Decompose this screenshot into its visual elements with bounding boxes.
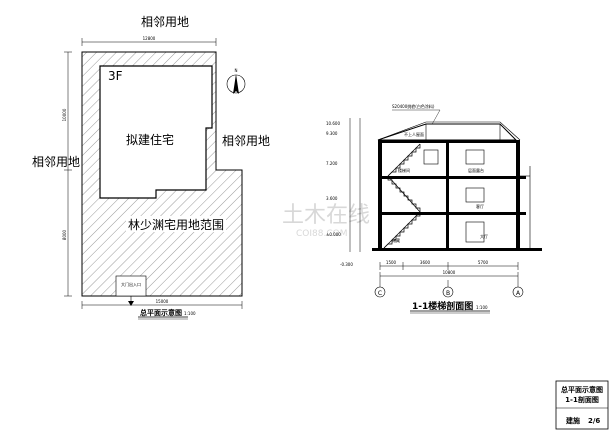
site-range-label-bg <box>126 216 226 232</box>
section-caption: 1-1楼梯剖面图 <box>412 300 473 312</box>
level-label: 7.200 <box>326 161 338 166</box>
dim-left-upper-text: 10000 <box>62 108 67 121</box>
axis-bubble: C <box>374 286 386 298</box>
level-label: -0.300 <box>340 262 353 267</box>
staircase <box>383 143 421 249</box>
dim-top-text: 12800 <box>143 36 156 41</box>
site-plan-caption: 总平面示意图 <box>140 308 182 317</box>
title-block: 总平面示意图 1-1剖面图 建施 2/6 <box>555 380 609 430</box>
dim-part-text: 3600 <box>420 260 431 265</box>
dim-bottom-text: 15000 <box>156 299 169 304</box>
axis-label: B <box>446 290 450 297</box>
level-label: 3.600 <box>326 196 338 201</box>
site-range-label: 林少渊宅用地范围 <box>128 217 224 232</box>
dim-left-lower-text: 8000 <box>62 229 67 240</box>
room-label: 楼梯间 <box>398 167 410 173</box>
axis-bubble: B <box>442 286 454 298</box>
watermark-en: COI88.COM <box>296 229 347 239</box>
axis-label: A <box>516 290 521 297</box>
section-dims <box>379 262 519 288</box>
north-arrow-icon: N <box>226 68 246 94</box>
neighbor-label-top: 相邻用地 <box>141 15 189 29</box>
watermark-cn: 土木在线 <box>282 203 370 228</box>
level-marks: 10.600 9.300 7.200 3.600 ±0.000 -0.300 <box>326 118 361 267</box>
section-drawing: S20400挑檐(白色涂料) 10.600 9.300 7.200 3.600 … <box>326 103 542 314</box>
dim-part-text: 1500 <box>386 260 397 265</box>
wall-interior <box>446 140 449 250</box>
sheet-number: 2/6 <box>588 417 600 425</box>
title-line-1: 总平面示意图 <box>561 385 603 394</box>
neighbor-label-right: 相邻用地 <box>222 134 270 148</box>
dim-total-text: 10800 <box>443 270 456 275</box>
dim-line-left: 10000 8000 <box>62 51 72 297</box>
north-label: N <box>235 68 238 73</box>
building-footprint <box>99 65 213 199</box>
roof-note: S20400挑檐(白色涂料) <box>392 103 435 109</box>
room-label: 客厅 <box>476 203 484 209</box>
window <box>465 149 485 165</box>
axis-label: C <box>378 290 382 297</box>
floor-slab <box>378 212 526 215</box>
level-label: 10.600 <box>326 121 340 126</box>
level-label: 9.300 <box>326 131 338 136</box>
neighbor-label-left: 相邻用地 <box>32 155 80 169</box>
entrance-label: 大门出入口 <box>121 281 141 287</box>
dim-line-bottom: 15000 <box>81 299 243 309</box>
wall-right <box>516 140 520 250</box>
room-label: 大厅 <box>480 233 488 239</box>
site-plan-scale: 1:100 <box>184 311 196 316</box>
room-label: 不上人屋面 <box>404 131 424 137</box>
sheet-prefix: 建施 <box>566 416 580 425</box>
building-label: 拟建住宅 <box>126 132 174 147</box>
dim-part-text: 5700 <box>478 260 489 265</box>
watermark: 土木在线 COI88.COM <box>282 203 370 239</box>
axis-bubble: A <box>512 286 524 298</box>
window <box>423 149 439 165</box>
window <box>465 187 485 203</box>
window <box>465 221 485 243</box>
floor-slab <box>378 176 526 179</box>
dim-line-top: 12800 <box>81 36 217 46</box>
title-line-2: 1-1剖面图 <box>565 395 599 404</box>
floors-label: 3F <box>108 69 123 83</box>
floor-slab <box>372 248 542 251</box>
room-label: 层面露台 <box>468 167 484 173</box>
site-plan: 相邻用地 相邻用地 相邻用地 12800 10000 8000 3F 拟建住宅 … <box>32 15 270 320</box>
room-label: 储藏 <box>392 237 400 243</box>
section-scale: 1:100 <box>476 305 488 310</box>
level-label: ±0.000 <box>326 232 341 237</box>
wall-left <box>378 140 382 250</box>
